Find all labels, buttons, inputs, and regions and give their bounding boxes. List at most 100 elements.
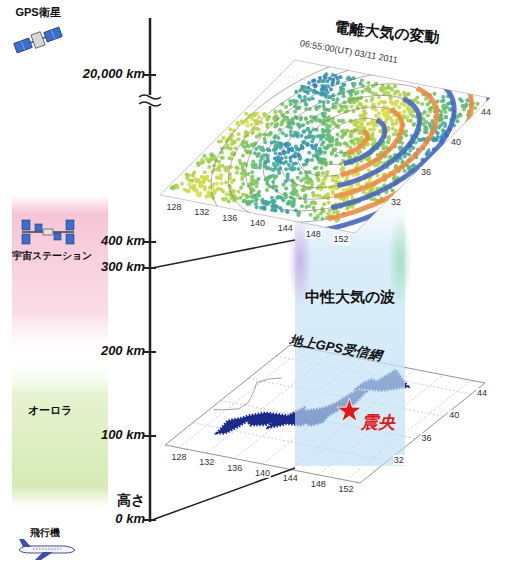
tec-dot <box>378 129 382 133</box>
tec-dot <box>341 94 345 98</box>
longitude-tick: 128 <box>165 202 182 212</box>
tec-dot <box>268 175 272 179</box>
tec-dot <box>254 198 258 202</box>
tec-dot <box>229 147 233 151</box>
tec-dot <box>321 157 325 161</box>
tec-dot <box>324 176 328 180</box>
tec-dot <box>318 194 322 198</box>
tec-dot <box>331 178 335 182</box>
tec-dot <box>423 127 427 131</box>
tec-dot <box>207 160 211 164</box>
longitude-tick: 140 <box>254 468 271 478</box>
tec-dot <box>357 130 361 134</box>
disturbance-rings <box>211 49 489 234</box>
ring-band <box>331 78 454 208</box>
tec-dot <box>330 185 334 189</box>
tec-dot <box>241 154 245 158</box>
tec-dot <box>275 159 279 163</box>
tec-dot <box>330 151 334 155</box>
tec-dot <box>406 115 410 119</box>
tec-dot <box>273 110 277 114</box>
tec-dot <box>312 154 316 158</box>
tec-dot <box>331 189 335 193</box>
tec-dot <box>353 128 357 132</box>
tec-dot <box>228 127 232 131</box>
tec-dot <box>400 141 404 145</box>
tec-dot <box>245 193 249 197</box>
tec-dot <box>171 185 175 189</box>
tec-dot <box>331 175 335 179</box>
tec-dot <box>257 115 261 119</box>
tec-dot <box>305 89 309 93</box>
tec-dot <box>455 119 459 123</box>
tec-dot <box>312 200 316 204</box>
ring-line <box>263 84 437 199</box>
tec-dot <box>432 138 436 142</box>
tec-dot <box>382 112 386 116</box>
tec-dot <box>254 165 258 169</box>
tec-dot <box>367 122 371 126</box>
tec-dot <box>284 167 288 171</box>
longitude-tick: 132 <box>198 457 215 467</box>
ring-band <box>347 131 367 153</box>
tec-dot <box>326 212 330 216</box>
tec-dot <box>274 166 278 170</box>
tec-dot <box>390 118 394 122</box>
epicenter-label: 震央 <box>361 413 395 433</box>
tec-dot <box>243 162 247 166</box>
longitude-tick: 140 <box>249 218 266 228</box>
tec-dot <box>215 175 219 179</box>
tec-dot <box>312 194 316 198</box>
tec-dot <box>286 202 290 206</box>
tec-dot <box>240 177 244 181</box>
tec-dot <box>266 159 270 163</box>
tec-dot <box>242 199 246 203</box>
atmosphere-band <box>12 195 108 507</box>
tec-dot <box>385 86 389 90</box>
tec-dot <box>306 127 310 131</box>
tec-dot <box>319 149 323 153</box>
tec-dot <box>305 158 309 162</box>
tec-dot <box>289 102 293 106</box>
tec-dot <box>345 175 349 179</box>
tec-dot <box>476 102 480 106</box>
tec-dot <box>250 131 254 135</box>
tec-dot <box>398 93 402 97</box>
tec-dot <box>281 183 285 187</box>
tec-dot <box>402 109 406 113</box>
tec-dot <box>275 122 279 126</box>
tec-dot <box>336 80 340 84</box>
tec-dot <box>370 134 374 138</box>
tec-dot <box>360 90 364 94</box>
tec-dot <box>338 75 342 79</box>
tec-dot <box>302 130 306 134</box>
tec-dot <box>277 171 281 175</box>
tec-dot <box>391 102 395 106</box>
tec-dot <box>249 183 253 187</box>
tec-dot <box>341 83 345 87</box>
tec-dot <box>321 140 325 144</box>
tec-dot <box>297 105 301 109</box>
tec-dot <box>304 200 308 204</box>
neutral-atmosphere-column <box>288 200 412 466</box>
tec-dot <box>312 206 316 210</box>
tec-dot <box>304 194 308 198</box>
ring-line <box>281 95 420 187</box>
longitude-tick: 152 <box>333 234 350 244</box>
tec-dot <box>315 107 319 111</box>
ring-line <box>333 130 368 153</box>
tec-dot <box>428 123 432 127</box>
tec-dot <box>227 156 231 160</box>
tec-dot <box>304 180 308 184</box>
tec-dot <box>362 106 366 110</box>
tec-dot <box>289 159 293 163</box>
tec-dot <box>221 156 225 160</box>
tec-dot <box>237 132 241 136</box>
level-leader-lines <box>152 240 295 520</box>
icon-label: 宇宙ステーション <box>12 250 92 262</box>
tec-dot <box>309 213 313 217</box>
layer-label: オーロラ <box>28 404 72 417</box>
tec-dot <box>304 159 308 163</box>
longitude-tick: 128 <box>170 452 187 462</box>
